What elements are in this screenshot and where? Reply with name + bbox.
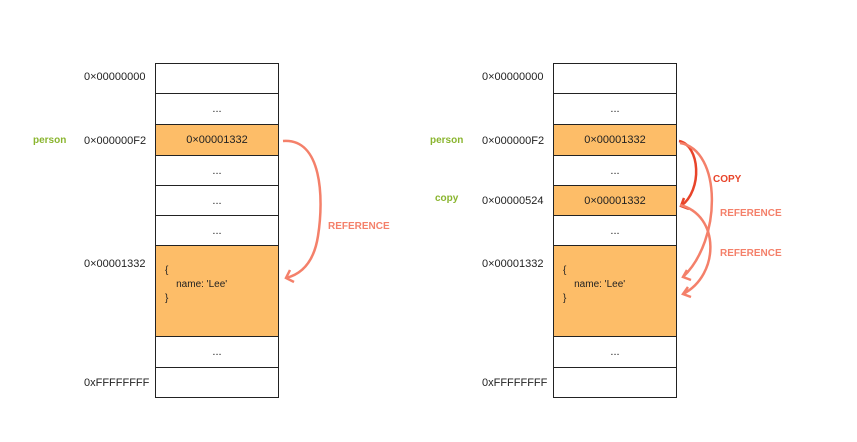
memory-diagram-reference: 0×00000000 person 0×000000F2 0×00001332 … (0, 0, 420, 442)
reference-label: REFERENCE (328, 221, 390, 232)
memory-diagram-copy: 0×00000000 person 0×000000F2 copy 0×0000… (398, 0, 818, 442)
memory-cell (553, 63, 677, 94)
copy-label: COPY (713, 174, 742, 185)
memory-cell: ... (553, 336, 677, 368)
memory-cell (155, 367, 279, 398)
variable-label-person: person (33, 135, 67, 146)
reference-label: REFERENCE (720, 208, 782, 219)
memory-cell: ... (155, 155, 279, 186)
memory-cell: ... (553, 215, 677, 246)
variable-label-copy: copy (435, 193, 459, 204)
memory-cell: ... (155, 336, 279, 368)
address-label: 0xFFFFFFFF (84, 377, 150, 389)
memory-cell-person-value: 0×00001332 (553, 124, 677, 156)
address-label: 0×00001332 (84, 258, 146, 270)
memory-cell-object: { name: 'Lee' } (553, 245, 677, 337)
address-label: 0xFFFFFFFF (482, 377, 548, 389)
reference-label: REFERENCE (720, 248, 782, 259)
address-label: 0×00001332 (482, 258, 544, 270)
memory-cell: ... (155, 185, 279, 216)
address-label: 0×00000524 (482, 195, 544, 207)
address-label: 0×000000F2 (84, 135, 147, 147)
object-literal-text: { name: 'Lee' } (563, 265, 626, 304)
memory-cell: ... (155, 215, 279, 246)
variable-label-person: person (430, 135, 464, 146)
memory-cell-copy-value: 0×00001332 (553, 185, 677, 216)
memory-cell-person-value: 0×00001332 (155, 124, 279, 156)
address-label: 0×00000000 (84, 71, 146, 83)
memory-cell: ... (553, 93, 677, 125)
memory-cell: ... (155, 93, 279, 125)
object-literal-text: { name: 'Lee' } (165, 265, 228, 304)
address-label: 0×00000000 (482, 71, 544, 83)
address-label: 0×000000F2 (482, 135, 545, 147)
memory-cell (155, 63, 279, 94)
memory-cell-object: { name: 'Lee' } (155, 245, 279, 337)
memory-cell (553, 367, 677, 398)
memory-cell: ... (553, 155, 677, 186)
